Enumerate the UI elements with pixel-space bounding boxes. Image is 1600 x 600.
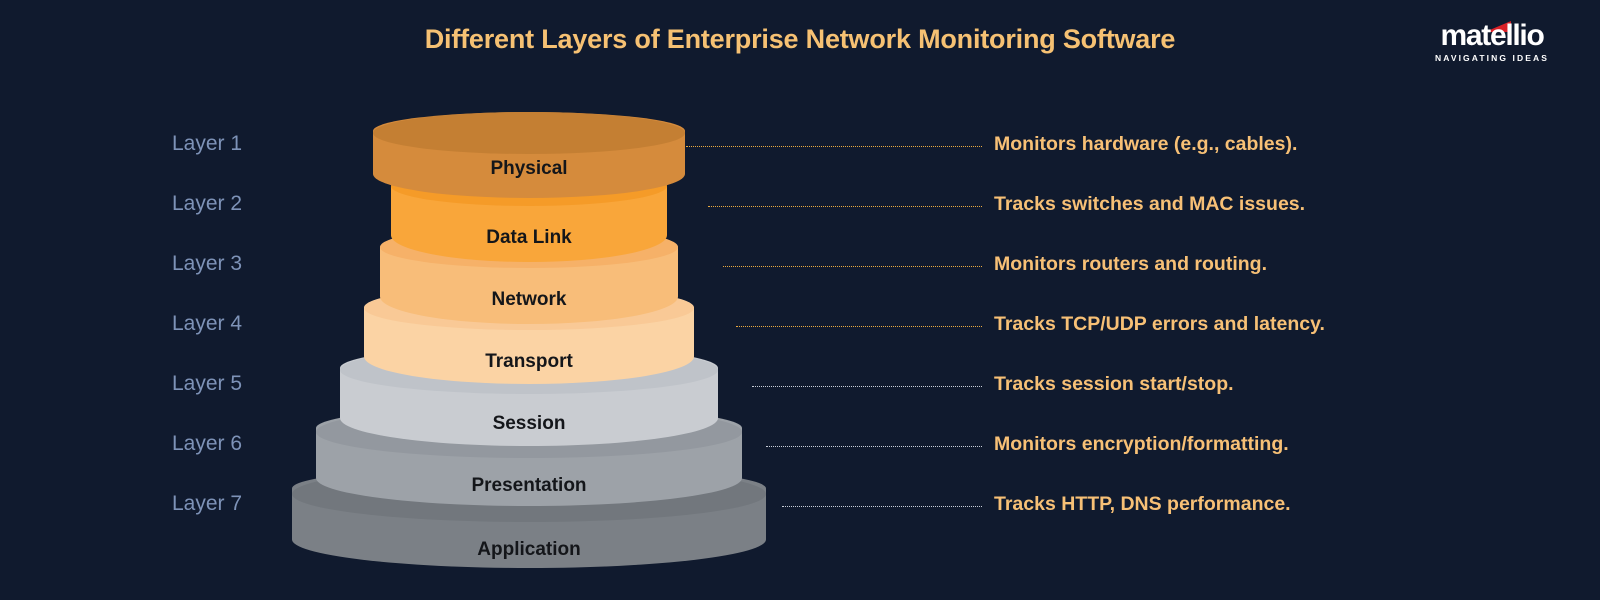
connector-line-6 [766,446,982,447]
page-title: Different Layers of Enterprise Network M… [424,24,1176,54]
layer-label-data-link: Data Link [486,227,572,248]
connector-line-2 [708,206,982,207]
layer-description-6: Monitors encryption/formatting. [994,433,1289,455]
layer-cylinder-physical: Physical [373,112,685,198]
connector-line-7 [782,506,982,507]
layer-description-1: Monitors hardware (e.g., cables). [994,133,1298,155]
layer-index-6: Layer 6 [172,432,243,455]
layer-label-physical: Physical [490,158,568,179]
layer-description-4: Tracks TCP/UDP errors and latency. [994,313,1325,335]
layer-description-7: Tracks HTTP, DNS performance. [994,493,1291,515]
logo-wordmark: matellio [1440,19,1545,52]
layer-index-7: Layer 7 [172,492,243,515]
layer-label-application: Application [477,539,581,560]
layer-label-session: Session [492,413,566,434]
logo-tagline: NAVIGATING IDEAS [1434,53,1550,63]
connector-line-5 [752,386,982,387]
layer-label-transport: Transport [485,351,573,372]
layer-index-1: Layer 1 [172,132,243,155]
connector-line-3 [723,266,982,267]
layer-index-3: Layer 3 [172,252,243,275]
connector-line-4 [736,326,982,327]
layer-description-3: Monitors routers and routing. [994,253,1267,275]
cylinder-top-ellipse [373,112,685,154]
layer-label-network: Network [491,289,567,310]
layer-index-5: Layer 5 [172,372,243,395]
layer-description-2: Tracks switches and MAC issues. [994,193,1306,215]
brand-logo: matellio NAVIGATING IDEAS [1412,20,1572,70]
layer-description-5: Tracks session start/stop. [994,373,1234,395]
connector-line-1 [686,146,982,147]
layer-index-4: Layer 4 [172,312,243,335]
layer-label-presentation: Presentation [471,475,587,496]
logo-triangle-icon [1485,21,1511,32]
layer-index-2: Layer 2 [172,192,243,215]
